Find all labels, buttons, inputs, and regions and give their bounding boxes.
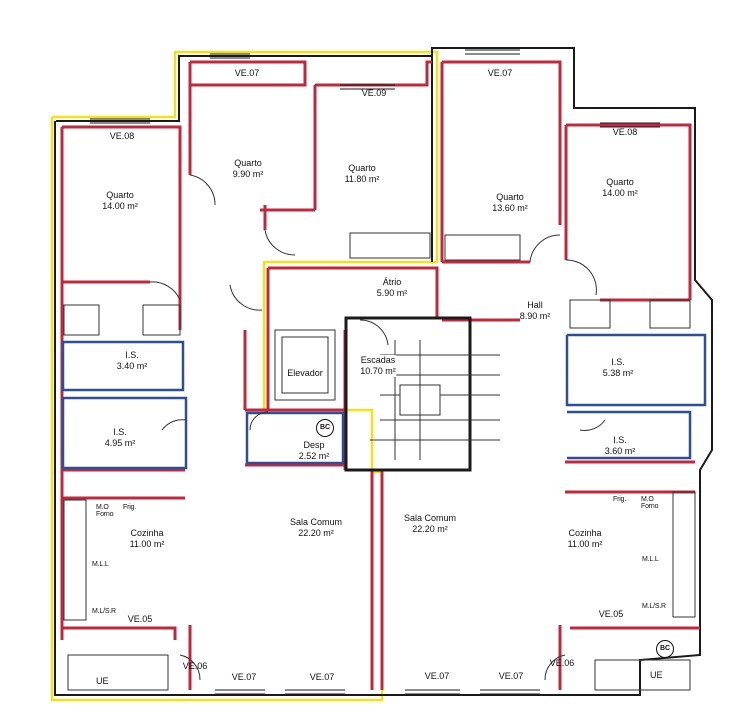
room-sala-left: Sala Comum 22.20 m² (289, 517, 343, 538)
fixture-label: Frig. (613, 496, 627, 503)
window-label: VE.07 (498, 671, 524, 681)
fixture-label: M.L.L (642, 556, 659, 563)
room-atrio: Átrio 5.90 m² (376, 277, 408, 298)
exterior-walls (54, 47, 713, 696)
window-label: VE.08 (109, 131, 135, 141)
window-label: VE.07 (487, 68, 513, 78)
window-label: VE.08 (612, 127, 638, 137)
room-quarto-3: Quarto 11.80 m² (344, 163, 380, 184)
wet-area-walls (61, 333, 707, 470)
fixture-label: M.L.L (92, 561, 109, 568)
door-swings (149, 174, 606, 681)
bc-marker: BC (316, 419, 334, 437)
fixture-label: M.O Forno (641, 496, 659, 510)
room-sala-right: Sala Comum 22.20 m² (403, 513, 457, 534)
window-label: VE.07 (231, 672, 257, 682)
window-label: VE.06 (549, 658, 575, 668)
room-quarto-4: Quarto 13.60 m² (492, 192, 528, 213)
room-elevador: Elevador (287, 368, 323, 378)
room-cozinha-left: Cozinha 11.00 m² (129, 528, 165, 549)
fixture-label: M.O Forno (96, 504, 114, 518)
window-marks (90, 49, 660, 695)
room-is-3: I.S. 5.38 m² (602, 357, 634, 378)
window-label: VE.07 (424, 671, 450, 681)
bc-marker: BC (656, 640, 674, 658)
ue-label-right: UE (650, 670, 663, 680)
window-label: VE.07 (309, 672, 335, 682)
room-is-4: I.S. 3.60 m² (604, 435, 636, 456)
window-label: VE.05 (598, 609, 624, 619)
room-escadas: Escadas 10.70 m² (360, 355, 396, 377)
fixture-label: Frig. (123, 504, 137, 511)
room-cozinha-right: Cozinha 11.00 m² (567, 528, 603, 549)
room-is-2: I.S. 4.95 m² (104, 427, 136, 448)
room-desp: Desp 2.52 m² (298, 440, 330, 461)
fixture-label: M.L/S.R (92, 608, 116, 615)
kitchen-counters (63, 232, 696, 691)
room-hall: Hall 8.90 m² (519, 300, 551, 321)
room-is-1: I.S. 3.40 m² (116, 350, 148, 371)
core-stairs (274, 316, 500, 472)
ue-label-left: UE (96, 676, 109, 686)
window-label: VE.06 (182, 661, 208, 671)
window-label: VE.07 (234, 68, 260, 78)
room-quarto-1: Quarto 14.00 m² (102, 190, 138, 211)
room-quarto-2: Quarto 9.90 m² (232, 158, 264, 179)
window-label: VE.05 (127, 614, 153, 624)
room-quarto-5: Quarto 14.00 m² (602, 177, 638, 198)
fixture-label: M.L/S.R (642, 603, 666, 610)
window-label: VE.09 (361, 88, 387, 98)
